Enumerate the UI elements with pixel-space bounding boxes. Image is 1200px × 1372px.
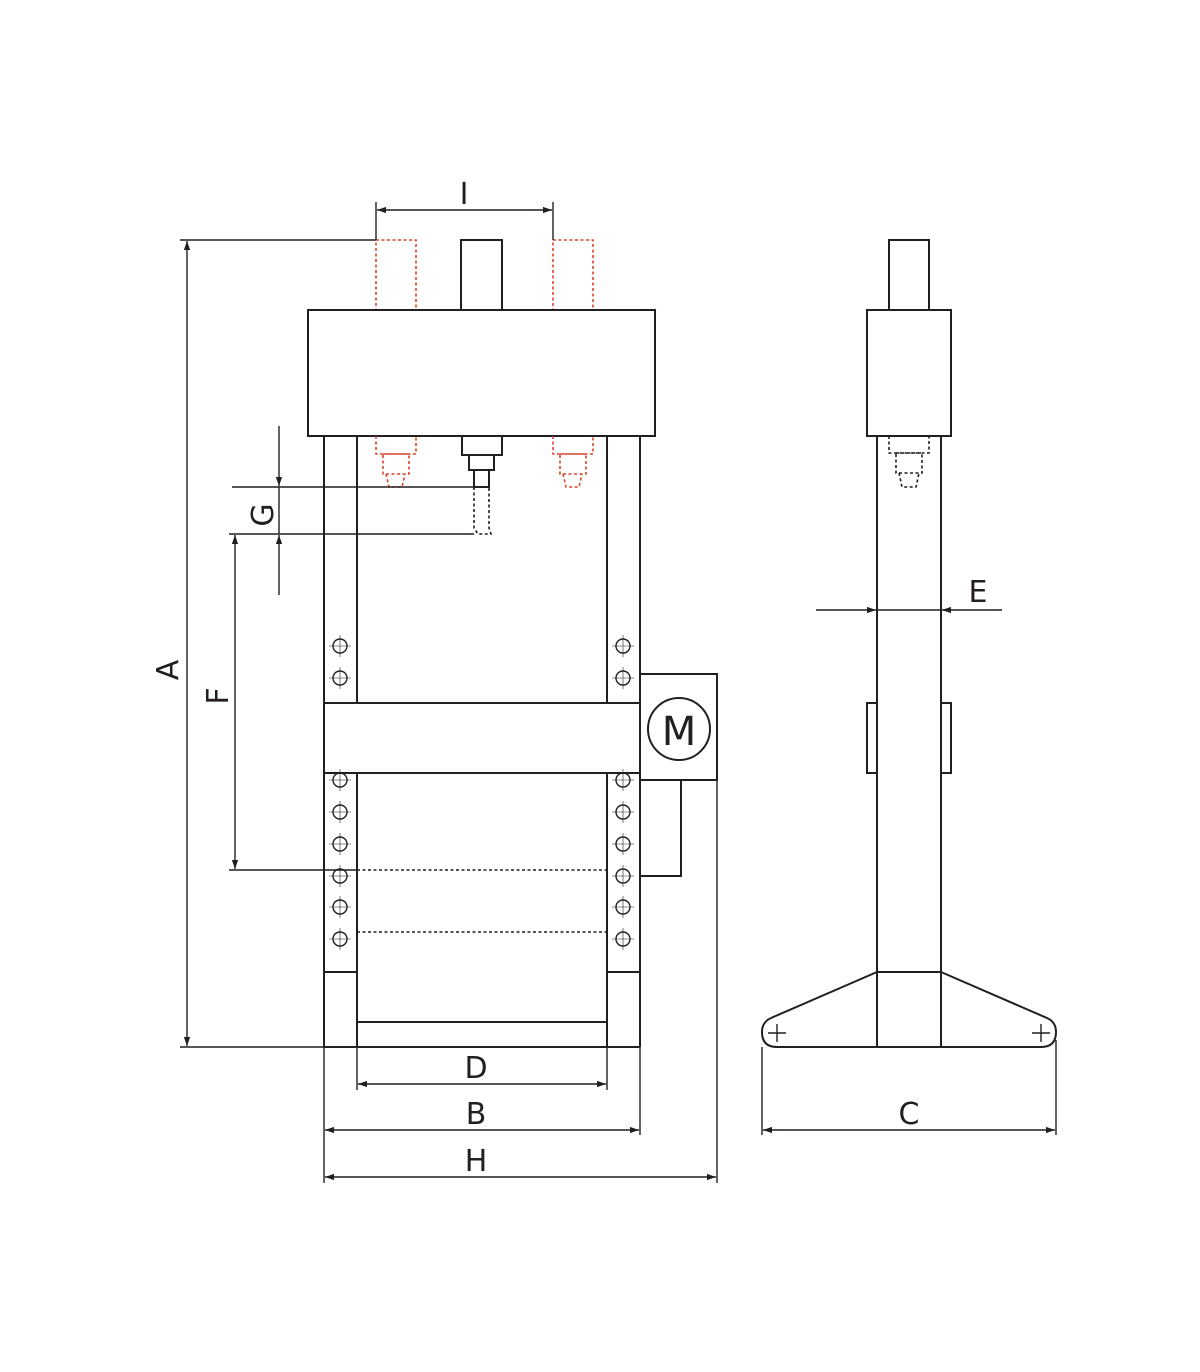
dimension-a-label: A <box>151 659 186 680</box>
dimension-b: B <box>323 1047 641 1183</box>
side-cylinder-bottom <box>888 436 930 488</box>
motor: M <box>639 673 718 877</box>
dimension-i: I <box>375 177 554 240</box>
side-cylinder-top <box>888 239 930 311</box>
front-view: M A F G I <box>151 177 718 1183</box>
dimension-b-label: B <box>466 1097 487 1132</box>
bolster <box>323 702 641 774</box>
motor-circle-icon <box>647 697 711 761</box>
dimension-g: G <box>232 426 474 595</box>
main-cylinder-bottom <box>461 435 503 535</box>
dimension-a: A <box>151 239 376 1048</box>
column-holes <box>329 635 634 950</box>
motor-label: M <box>662 709 697 755</box>
dimension-e: E <box>816 575 1002 614</box>
dimension-c: C <box>761 1040 1057 1135</box>
top-crown <box>307 309 656 437</box>
dimension-h: H <box>325 780 718 1183</box>
side-bolster-tab-right <box>940 702 952 774</box>
left-column <box>323 436 358 1047</box>
main-cylinder-top <box>460 239 503 311</box>
dimension-c-label: C <box>899 1097 920 1132</box>
aux-cylinders-top <box>375 239 594 311</box>
dimension-f: F <box>201 533 474 871</box>
side-foot <box>760 971 1058 1048</box>
side-view: E C <box>760 239 1058 1135</box>
dimension-d-label: D <box>464 1051 487 1086</box>
dimension-h-label: H <box>465 1144 488 1179</box>
aux-cylinders-bottom <box>375 436 594 488</box>
side-crown <box>866 309 952 437</box>
dimension-e-label: E <box>969 575 988 610</box>
side-bolster-tab-left <box>866 702 878 774</box>
dimension-i-label: I <box>460 177 469 212</box>
right-column <box>606 436 641 1047</box>
base-plate <box>356 1021 608 1048</box>
dimension-d: D <box>356 1047 608 1090</box>
dimension-g-label: G <box>246 503 281 526</box>
dimension-f-label: F <box>201 687 236 704</box>
